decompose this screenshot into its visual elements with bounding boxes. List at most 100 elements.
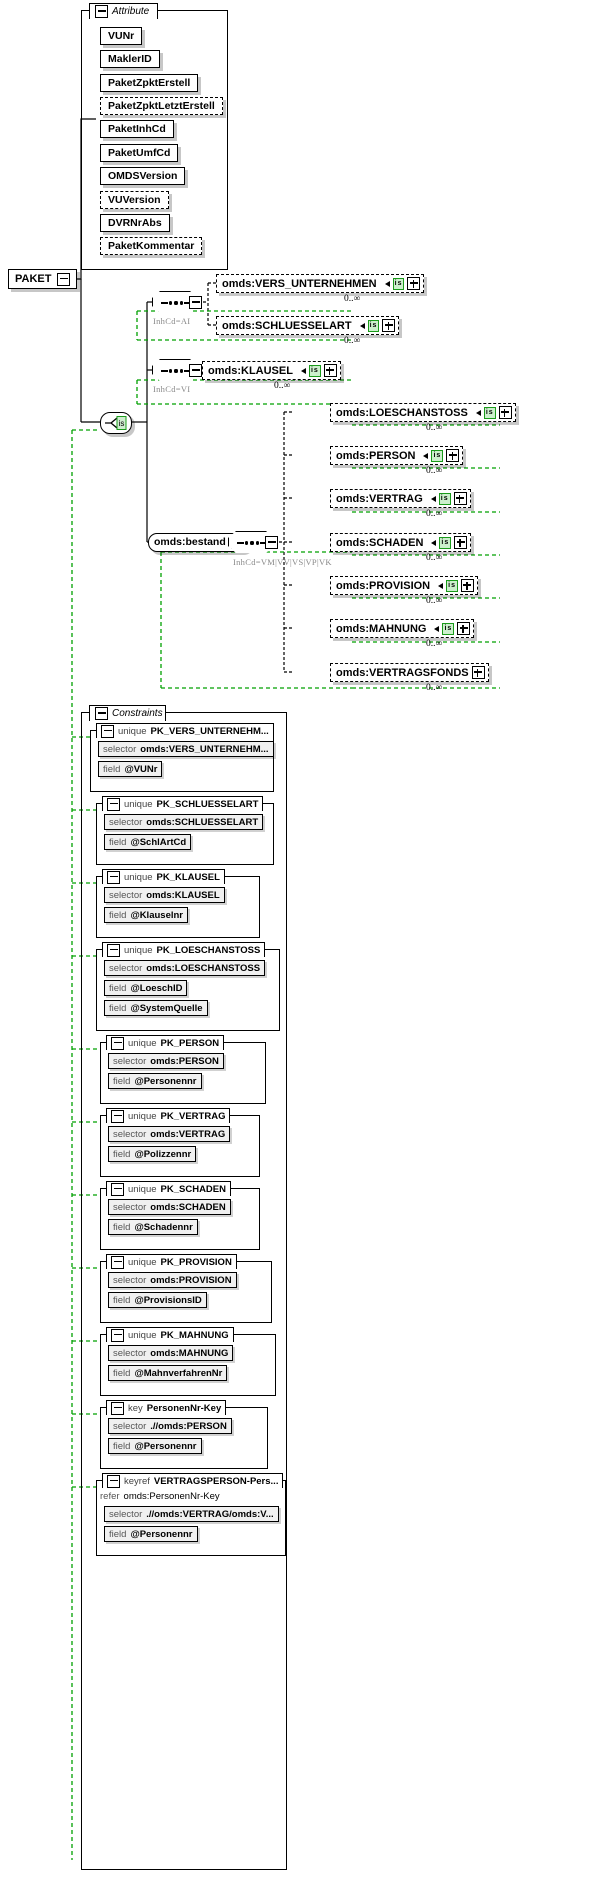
element-expand-toggle[interactable]: [471, 666, 485, 679]
constraint-collapse-toggle[interactable]: [111, 1401, 124, 1415]
attribute-collapse-toggle[interactable]: [95, 5, 108, 18]
constraint-collapse-toggle[interactable]: [107, 797, 120, 811]
attribute-paketinhcd[interactable]: PaketInhCd: [100, 120, 174, 138]
constraint-collapse-toggle[interactable]: [101, 724, 114, 738]
type-badge-icon: is: [308, 364, 321, 377]
constraint-field-row[interactable]: field@Personennr: [104, 1526, 198, 1542]
occurrence-label: 0..∞: [426, 466, 443, 476]
constraint-field-row[interactable]: field@MahnverfahrenNr: [108, 1365, 228, 1381]
attribute-label: VUVersion: [108, 194, 161, 206]
constraint-name: PK_VERS_UNTERNEHM...: [150, 725, 269, 737]
constraint-selector-row[interactable]: selector.//omds:VERTRAG/omds:V...: [104, 1506, 279, 1522]
element-expand-toggle[interactable]: [498, 406, 512, 419]
constraint-collapse-toggle[interactable]: [107, 1474, 120, 1488]
row-value: @Personennr: [134, 1075, 197, 1087]
constraint-kind: unique: [124, 871, 153, 883]
sequence-vi-toggle[interactable]: [189, 364, 202, 377]
constraint-collapse-toggle[interactable]: [111, 1255, 124, 1269]
element-expand-toggle[interactable]: [460, 579, 474, 592]
attribute-omdsversion[interactable]: OMDSVersion: [100, 167, 186, 185]
type-arrow-icon: [426, 539, 437, 546]
attribute-vunr[interactable]: VUNr: [100, 27, 143, 45]
element-expand-toggle[interactable]: [457, 622, 471, 635]
constraints-collapse-toggle[interactable]: [95, 707, 108, 720]
constraint-field-row[interactable]: field@LoeschID: [104, 980, 188, 996]
attribute-paketzpktletzterstell[interactable]: PaketZpktLetztErstell: [100, 97, 223, 115]
element-expand-toggle[interactable]: [323, 364, 337, 377]
choice-compositor[interactable]: is: [100, 412, 132, 434]
root-collapse-toggle[interactable]: [57, 272, 71, 286]
attribute-maklerid[interactable]: MaklerID: [100, 50, 160, 68]
attribute-label: PaketKommentar: [108, 240, 195, 252]
constraint-collapse-toggle[interactable]: [107, 943, 120, 957]
element-omds-vertragsfonds[interactable]: omds:VERTRAGSFONDS: [330, 663, 489, 682]
element-expand-toggle[interactable]: [454, 536, 468, 549]
constraint-field-row[interactable]: field@Polizzennr: [108, 1146, 197, 1162]
constraint-selector-row[interactable]: selector.//omds:PERSON: [108, 1418, 232, 1434]
constraint-collapse-toggle[interactable]: [111, 1182, 124, 1196]
constraint-field-row[interactable]: field@SystemQuelle: [104, 1000, 208, 1016]
constraint-field-row[interactable]: field@ProvisionsID: [108, 1292, 207, 1308]
constraint-collapse-toggle[interactable]: [111, 1036, 124, 1050]
attribute-group-tab[interactable]: Attribute: [89, 3, 158, 19]
constraint-collapse-toggle[interactable]: [111, 1328, 124, 1342]
attribute-paketumfcd[interactable]: PaketUmfCd: [100, 144, 179, 162]
sequence-ai-toggle[interactable]: [189, 296, 202, 309]
type-badge-icon: is: [438, 492, 451, 505]
attribute-paketzpkterstell[interactable]: PaketZpktErstell: [100, 74, 199, 92]
element-expand-toggle[interactable]: [453, 492, 467, 505]
occurrence-label: 0..∞: [426, 683, 443, 693]
constraint-collapse-toggle[interactable]: [111, 1109, 124, 1123]
sequence-bestand-toggle[interactable]: [265, 536, 278, 549]
sequence-compositor-bestand[interactable]: [228, 531, 274, 553]
constraint-field-row[interactable]: field@VUNr: [98, 761, 163, 777]
constraint-field-row[interactable]: field@Schadennr: [108, 1219, 198, 1235]
element-expand-toggle[interactable]: [382, 319, 396, 332]
sequence-icon: [160, 301, 192, 305]
element-expand-toggle[interactable]: [407, 277, 421, 290]
attribute-vuversion[interactable]: VUVersion: [100, 191, 169, 209]
constraints-frame-tab[interactable]: Constraints: [89, 705, 166, 721]
element-expand-toggle[interactable]: [446, 449, 460, 462]
attribute-dvrnrabs[interactable]: DVRNrAbs: [100, 214, 170, 232]
root-element-paket[interactable]: PAKET: [8, 269, 78, 289]
sequence-compositor-vi[interactable]: [152, 359, 198, 381]
sequence-compositor-ai[interactable]: [152, 291, 198, 313]
constraint-field-row[interactable]: field@Personennr: [108, 1073, 202, 1089]
constraint-collapse-toggle[interactable]: [107, 870, 120, 884]
attribute-paketkommentar[interactable]: PaketKommentar: [100, 237, 203, 255]
constraint-field-row[interactable]: field@Klauselnr: [104, 907, 188, 923]
constraint-field-row[interactable]: field@Personennr: [108, 1438, 202, 1454]
constraint-field-row[interactable]: field@SchlArtCd: [104, 834, 192, 850]
type-arrow-icon: [418, 452, 429, 459]
